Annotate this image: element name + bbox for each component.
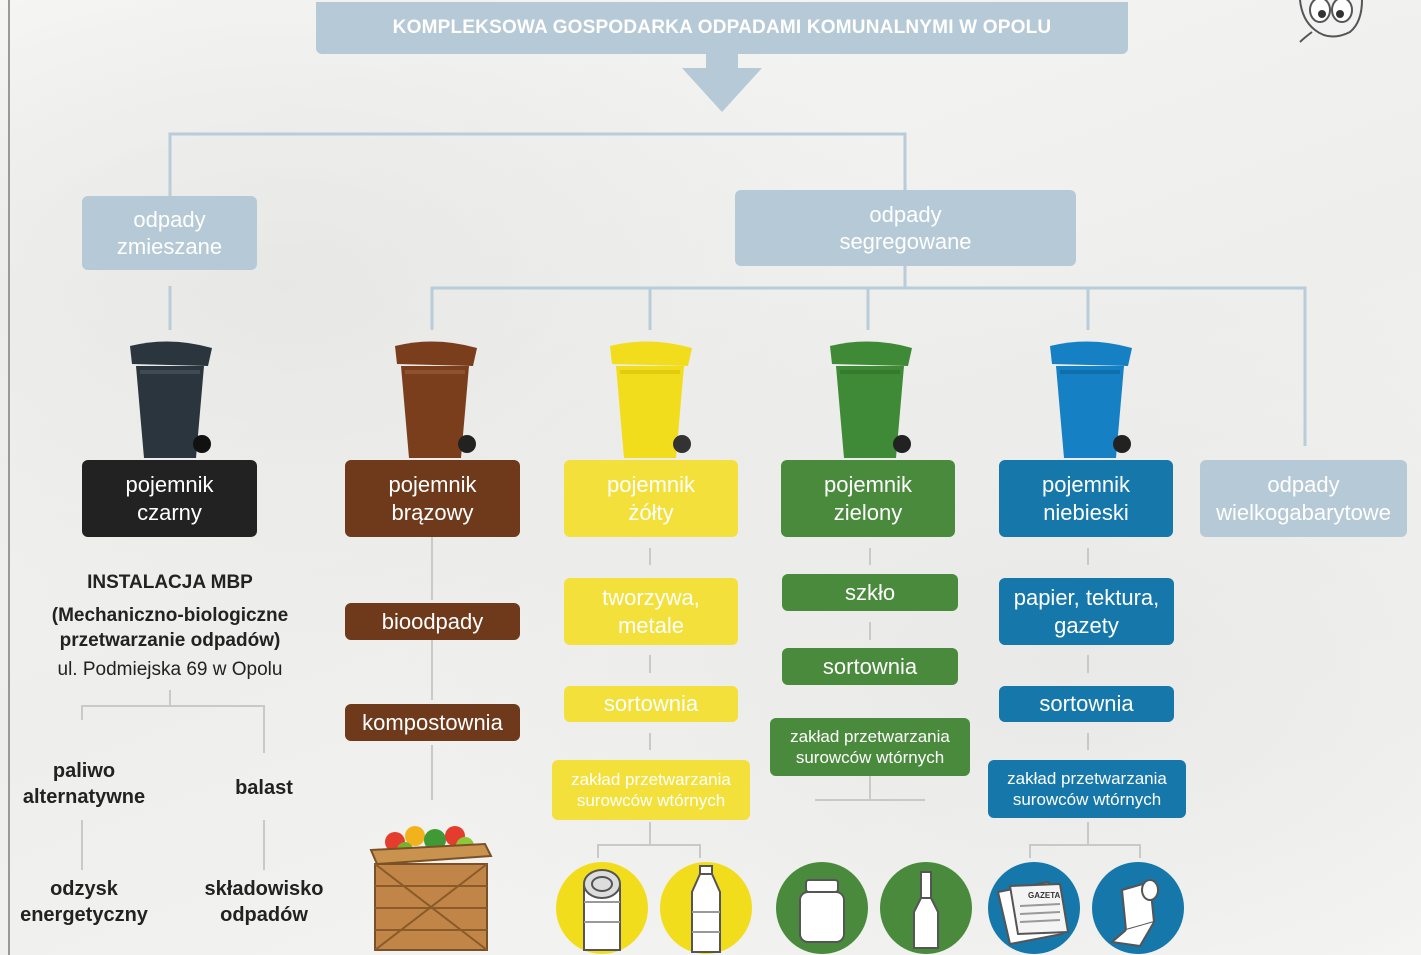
paper-roll-icon (1092, 862, 1184, 954)
blue-processing-box: zakład przetwarzania surowców wtórnych (988, 760, 1186, 818)
mixed-waste-box: odpady zmieszane (82, 196, 257, 270)
bin-green-label: pojemnik zielony (781, 460, 955, 537)
composting-box: kompostownia (345, 704, 520, 741)
energy-recovery-label: odzysk energetyczny (20, 878, 148, 926)
glass-box: szkło (782, 574, 958, 611)
segregated-waste-box: odpady segregowane (735, 190, 1076, 266)
yellow-bin-icon (610, 341, 692, 458)
green-bin-icon (830, 341, 912, 458)
blue-bin-icon (1050, 341, 1132, 458)
black-bin-icon (130, 341, 212, 458)
bin-blue-label: pojemnik niebieski (999, 460, 1173, 537)
left-border-line (8, 0, 10, 955)
landfill-label: składowisko odpadów (204, 878, 324, 926)
newspaper-title: GAZETA (1028, 891, 1061, 900)
plastic-bottle-icon (660, 862, 752, 954)
blue-sorting-box: sortownia (999, 686, 1174, 722)
biowaste-box: bioodpady (345, 603, 520, 640)
yellow-sorting-box: sortownia (564, 686, 738, 722)
bin-brown-label: pojemnik brązowy (345, 460, 520, 537)
plastics-metals-box: tworzywa, metale (564, 578, 738, 645)
bin-black-label: pojemnik czarny (82, 460, 257, 537)
mbp-output-ballast: balast (235, 777, 293, 799)
fly-mascot-icon (1299, 0, 1363, 43)
yellow-processing-box: zakład przetwarzania surowców wtórnych (552, 760, 750, 820)
can-icon (556, 862, 648, 954)
newspaper-icon: GAZETA (988, 862, 1080, 954)
green-processing-box: zakład przetwarzania surowców wtórnych (770, 718, 970, 776)
mbp-address: ul. Podmiejska 69 w Opolu (57, 659, 283, 680)
main-title: KOMPLEKSOWA GOSPODARKA ODPADAMI KOMUNALN… (316, 2, 1128, 54)
mbp-output-fuel: paliwo alternatywne (22, 760, 146, 808)
mbp-title: INSTALACJA MBP (87, 572, 253, 593)
bin-yellow-label: pojemnik żółty (564, 460, 738, 537)
paper-box: papier, tektura, gazety (999, 578, 1174, 645)
green-sorting-box: sortownia (782, 648, 958, 685)
brown-bin-icon (395, 341, 477, 458)
glass-bottle-icon (880, 862, 972, 954)
mbp-fullname: (Mechaniczno-biologiczne przetwarzanie o… (51, 605, 289, 651)
bulky-waste-box: odpady wielkogabarytowe (1200, 460, 1407, 537)
compost-crate-icon (369, 826, 493, 951)
jar-icon (776, 862, 868, 954)
